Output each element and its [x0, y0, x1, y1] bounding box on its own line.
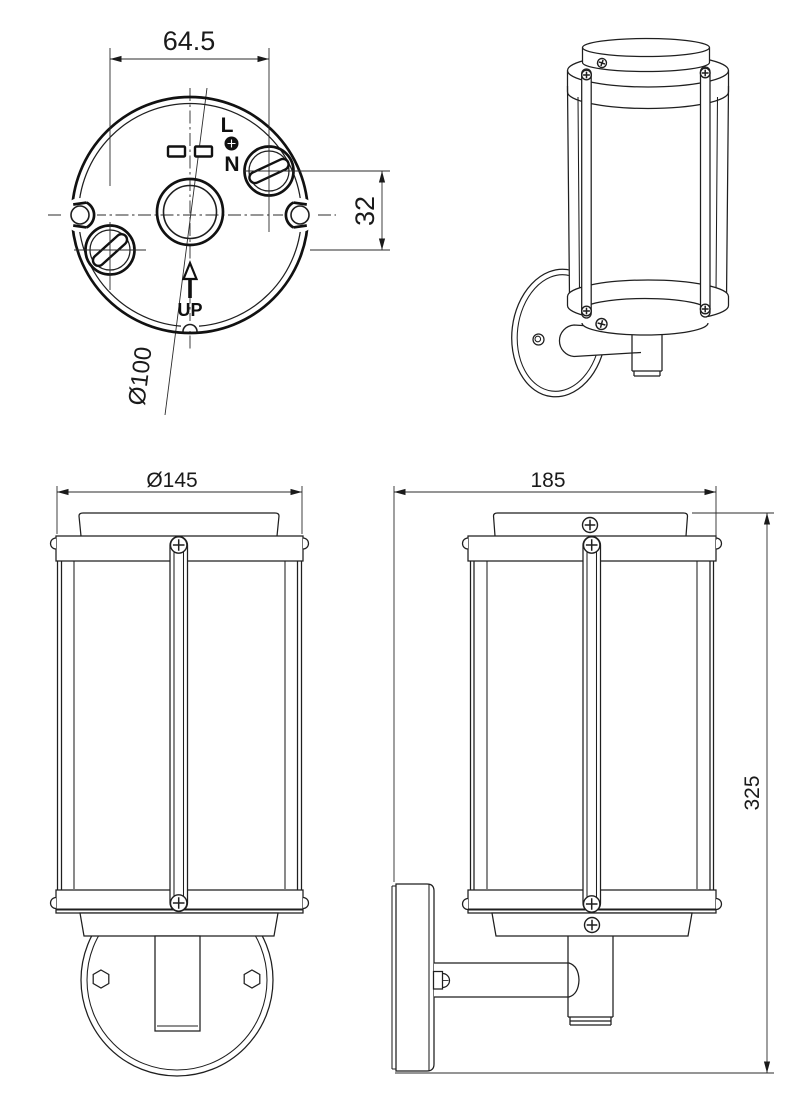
dim-hole-vertical-offset: 32 — [244, 170, 390, 251]
bottom-cap — [581, 297, 709, 336]
band-screw-head — [715, 537, 723, 550]
dim-body-diameter: Ø145 — [56, 469, 303, 534]
svg-text:64.5: 64.5 — [163, 26, 216, 56]
center-retaining-rod — [169, 535, 189, 913]
center-retaining-rod — [582, 535, 602, 913]
lantern-front-view: Ø145 — [49, 469, 310, 1077]
diameter-leader-line — [164, 87, 208, 416]
terminal-block-symbols — [166, 145, 214, 158]
dim-height: 325 — [395, 512, 774, 1074]
bracket-arm — [154, 935, 201, 1032]
band-screw-head — [49, 896, 57, 910]
mounting-plate-top-view: L N UP 64.5 — [48, 26, 390, 416]
left-retaining-rod — [581, 68, 593, 319]
lantern-side-view: 185 325 — [391, 469, 774, 1074]
lantern-perspective-view — [511, 37, 730, 398]
band-screw-head — [302, 896, 310, 910]
bottom-cap — [79, 912, 279, 937]
live-label: L — [221, 114, 234, 137]
glass-tube-edges — [577, 96, 719, 294]
left-mount-notch — [70, 201, 96, 229]
hex-bolt-icon — [92, 969, 110, 989]
band-screw-head — [49, 537, 57, 550]
lantern-body — [566, 80, 730, 301]
body-walls — [469, 561, 715, 890]
phillips-screw-icon — [582, 536, 601, 554]
dim-plate-diameter: Ø100 — [124, 345, 158, 407]
right-mount-notch — [284, 201, 310, 229]
cable-entry-hole — [155, 177, 225, 247]
dim-hole-spacing: 64.5 — [109, 26, 270, 290]
up-label: UP — [177, 300, 202, 320]
phillips-screw-icon — [699, 67, 711, 79]
bottom-notch — [182, 323, 198, 332]
svg-text:Ø145: Ø145 — [146, 469, 197, 492]
top-cap — [492, 512, 689, 537]
glass-panel-edges — [486, 561, 698, 889]
phillips-screw-icon — [169, 894, 188, 912]
bracket-arm-side — [434, 962, 580, 998]
phillips-screw-icon — [699, 303, 711, 315]
bracket-pipe — [631, 331, 663, 377]
phillips-screw-icon — [595, 317, 608, 331]
phillips-screw-icon — [583, 916, 601, 934]
svg-text:32: 32 — [350, 196, 380, 226]
phillips-screw-icon — [169, 536, 188, 554]
phillips-screw-icon — [582, 895, 601, 913]
body-walls — [56, 561, 303, 890]
neutral-label: N — [224, 153, 239, 176]
svg-text:325: 325 — [741, 775, 764, 810]
up-arrow-icon — [181, 260, 199, 298]
mounting-bolt-icon — [432, 970, 451, 990]
phillips-screw-icon — [596, 57, 608, 69]
right-retaining-rod — [699, 66, 711, 318]
band-screw-head — [302, 537, 310, 550]
band-screw-head — [715, 897, 723, 911]
glass-panel-edges — [73, 561, 286, 889]
wall-plate-side — [391, 883, 435, 1072]
hex-bolt-icon — [243, 969, 261, 989]
phillips-screw-icon — [581, 516, 599, 534]
svg-text:185: 185 — [530, 469, 565, 492]
bracket-pipe-side — [567, 936, 614, 1026]
earth-terminal-icon — [224, 136, 239, 151]
band-screw-head — [461, 537, 469, 550]
dim-depth: 185 — [393, 469, 717, 882]
band-screw-head — [461, 897, 469, 911]
phillips-screw-icon — [581, 69, 593, 81]
top-cap — [581, 37, 711, 73]
top-cap — [78, 512, 280, 537]
phillips-screw-icon — [581, 305, 593, 317]
